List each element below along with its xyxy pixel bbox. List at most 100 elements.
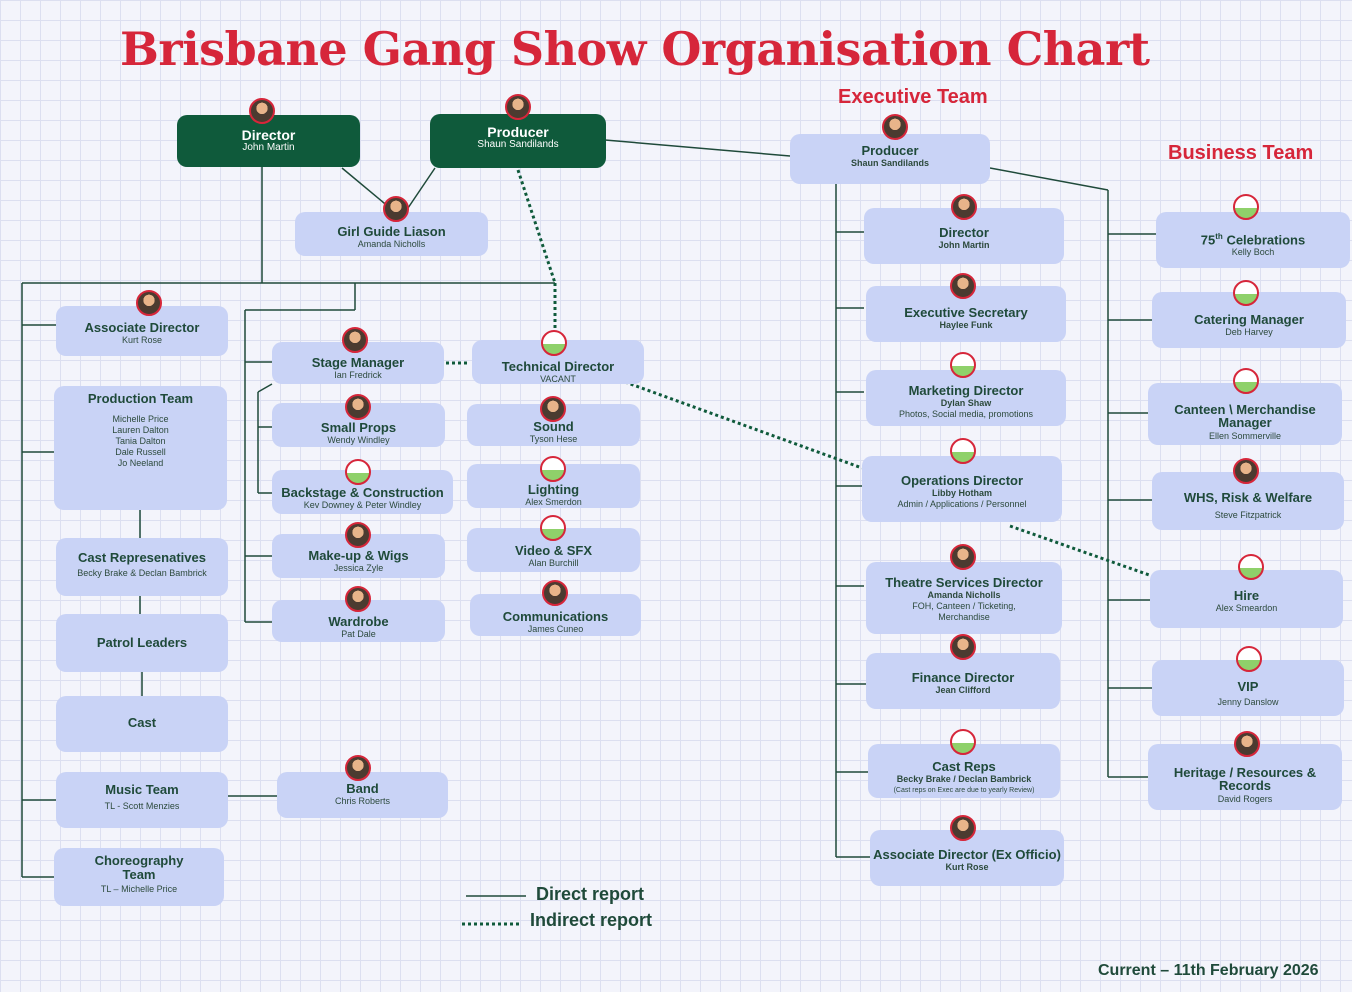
video-sfx-name: Alan Burchill	[528, 558, 579, 568]
business-team-heading: Business Team	[1168, 142, 1314, 164]
communications-name: James Cuneo	[527, 624, 584, 634]
exec-cast-reps-title: Cast Reps	[932, 759, 996, 774]
lighting-title: Lighting	[527, 482, 580, 497]
patrol-leaders-title: Patrol Leaders	[96, 635, 188, 650]
choreography-team-leader: TL – Michelle Price	[100, 884, 178, 894]
stage-manager-name: Ian Fredrick	[334, 370, 382, 380]
technical-director-box: Technical Director VACANT	[472, 340, 644, 384]
music-team-box: Music Team TL - Scott Menzies	[56, 772, 228, 828]
band-avatar-icon	[345, 755, 371, 781]
makeup-avatar-icon	[345, 522, 371, 548]
theatre-services-box: Theatre Services Director Amanda Nicholl…	[866, 562, 1062, 634]
small-props-name: Wendy Windley	[327, 435, 390, 445]
operations-director-name: Libby Hotham	[932, 488, 992, 498]
technical-director-name: VACANT	[540, 374, 576, 384]
wardrobe-avatar-icon	[345, 586, 371, 612]
celebrations-title-text: Celebrations	[1222, 232, 1306, 248]
executive-team-heading: Executive Team	[838, 86, 988, 108]
marketing-director-detail: Photos, Social media, promotions	[898, 409, 1034, 419]
wardrobe-name: Pat Dale	[341, 629, 376, 639]
director-box: Director John Martin	[177, 115, 360, 167]
director-title: Director	[241, 127, 296, 143]
celebrations-avatar-icon	[1233, 194, 1259, 220]
communications-avatar-icon	[542, 580, 568, 606]
cast-title: Cast	[127, 715, 157, 730]
associate-director-title: Associate Director	[84, 320, 200, 335]
exec-cast-reps-box: Cast Reps Becky Brake / Declan Bambrick …	[868, 744, 1060, 798]
theatre-services-detail: FOH, Canteen / Ticketing, Merchandise	[912, 601, 1016, 622]
production-team-title: Production Team	[87, 391, 194, 406]
canteen-merchandise-title: Canteen \ Merchandise Manager	[1174, 402, 1316, 430]
canteen-merchandise-name: Ellen Sommerville	[1208, 431, 1282, 441]
exec-producer-avatar-icon	[882, 114, 908, 140]
band-name: Chris Roberts	[334, 796, 390, 806]
choreography-team-title: Choreography Team	[94, 853, 184, 882]
exec-director-name: John Martin	[938, 240, 990, 250]
sound-name: Tyson Hese	[529, 434, 578, 444]
legend-indirect-report: Indirect report	[530, 910, 653, 930]
band-title: Band	[346, 781, 379, 796]
exec-cast-reps-note: (Cast reps on Exec are due to yearly Rev…	[893, 787, 1035, 794]
lighting-name: Alex Smerdon	[525, 497, 582, 507]
production-team-box: Production Team Michelle Price Lauren Da…	[54, 386, 227, 510]
wardrobe-title: Wardrobe	[328, 614, 389, 629]
girl-guide-title: Girl Guide Liason	[337, 224, 446, 239]
makeup-title: Make-up & Wigs	[308, 548, 409, 563]
sound-avatar-icon	[540, 396, 566, 422]
whs-risk-welfare-avatar-icon	[1233, 458, 1259, 484]
patrol-leaders-box: Patrol Leaders	[56, 614, 228, 672]
hire-box: Hire Alex Smeardon	[1150, 570, 1343, 628]
finance-director-box: Finance Director Jean Clifford	[866, 653, 1060, 709]
operations-director-box: Operations Director Libby Hotham Admin /…	[862, 456, 1062, 522]
canteen-merchandise-box: Canteen \ Merchandise Manager Ellen Somm…	[1148, 383, 1342, 445]
producer-box: Producer Shaun Sandilands	[430, 114, 606, 168]
small-props-title: Small Props	[320, 420, 397, 435]
operations-director-detail: Admin / Applications / Personnel	[897, 499, 1027, 509]
small-props-avatar-icon	[345, 394, 371, 420]
hire-title: Hire	[1233, 588, 1260, 603]
backstage-box: Backstage & Construction Kev Downey & Pe…	[272, 470, 453, 514]
catering-manager-avatar-icon	[1233, 280, 1259, 306]
stage-manager-title: Stage Manager	[311, 355, 405, 370]
finance-director-title: Finance Director	[911, 670, 1015, 685]
director-name: John Martin	[242, 142, 295, 153]
choreography-team-box: Choreography Team TL – Michelle Price	[54, 848, 224, 906]
producer-title: Producer	[487, 124, 549, 140]
makeup-name: Jessica Zyle	[333, 563, 384, 573]
marketing-director-avatar-icon	[950, 352, 976, 378]
theatre-services-title: Theatre Services Director	[885, 575, 1043, 590]
exec-secretary-avatar-icon	[950, 273, 976, 299]
exec-associate-director-name: Kurt Rose	[945, 862, 989, 872]
exec-director-avatar-icon	[951, 194, 977, 220]
exec-cast-reps-avatar-icon	[950, 729, 976, 755]
production-member: Dale Russell	[115, 447, 166, 457]
music-team-leader: TL - Scott Menzies	[104, 801, 180, 811]
heritage-records-avatar-icon	[1234, 731, 1260, 757]
exec-associate-director-avatar-icon	[950, 815, 976, 841]
exec-director-title: Director	[939, 225, 989, 240]
exec-producer-box: Producer Shaun Sandilands	[790, 134, 990, 184]
finance-director-name: Jean Clifford	[935, 685, 991, 695]
exec-producer-name: Shaun Sandilands	[850, 158, 929, 168]
legend-direct-report: Direct report	[536, 884, 645, 904]
production-member: Michelle Price	[112, 414, 169, 424]
hire-avatar-icon	[1238, 554, 1264, 580]
production-member: Jo Neeland	[117, 458, 164, 468]
marketing-director-title: Marketing Director	[908, 383, 1024, 398]
girl-guide-name: Amanda Nicholls	[357, 239, 426, 249]
celebrations-box: 75th Celebrations Kelly Boch	[1156, 212, 1350, 268]
chart-title: Brisbane Gang Show Organisation Chart	[120, 22, 1150, 76]
stage-manager-avatar-icon	[342, 327, 368, 353]
cast-representatives-box: Cast Represenatives Becky Brake & Declan…	[56, 538, 228, 596]
vip-title: VIP	[1237, 679, 1259, 694]
footer-current-date: Current – 11th February 2026	[1098, 962, 1319, 979]
celebrations-title-number: 75	[1200, 232, 1216, 248]
whs-risk-welfare-name: Steve Fitzpatrick	[1214, 510, 1282, 520]
lighting-avatar-icon	[540, 456, 566, 482]
exec-producer-title: Producer	[861, 143, 919, 158]
associate-director-name: Kurt Rose	[121, 335, 163, 345]
cast-representatives-names: Becky Brake & Declan Bambrick	[77, 568, 207, 578]
backstage-names: Kev Downey & Peter Windley	[303, 500, 422, 510]
communications-title: Communications	[502, 609, 609, 624]
